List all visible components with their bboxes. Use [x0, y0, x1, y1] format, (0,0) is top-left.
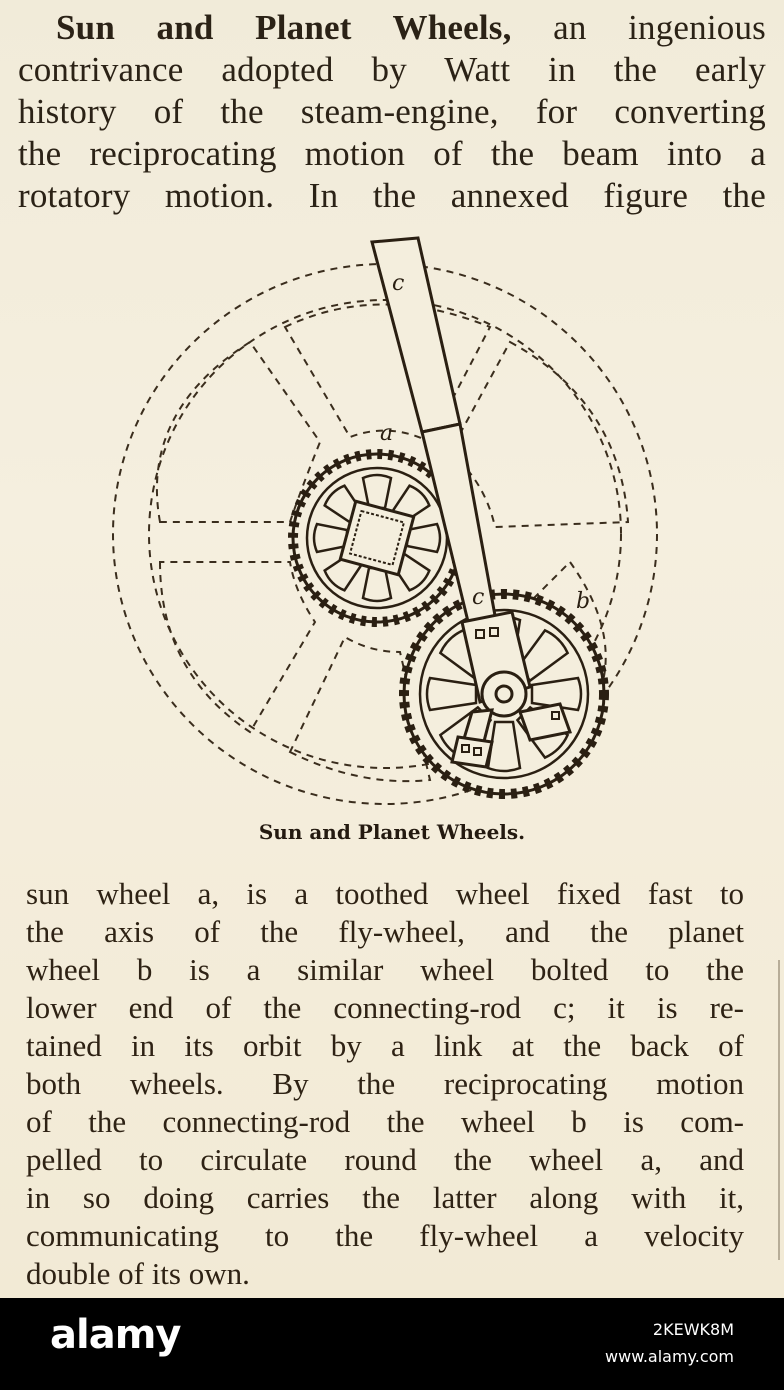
- top-line-1: Sun and Planet Wheels, an ingenious: [18, 8, 766, 48]
- alamy-logo: alamy: [50, 1312, 180, 1358]
- body-line-5: tained in its orbit by a link at the bac…: [26, 1028, 744, 1064]
- body-line-8: pelled to circulate round the wheel a, a…: [26, 1142, 744, 1178]
- body-line-9: in so doing carries the latter along wit…: [26, 1180, 744, 1216]
- label-planet-b: b: [576, 589, 590, 614]
- label-rod-c-top: c: [392, 271, 404, 296]
- top-line-5: rotatory motion. In the annexed figure t…: [18, 176, 766, 216]
- scanned-page: Sun and Planet Wheels, an ingenious cont…: [0, 0, 784, 1298]
- body-line-6: both wheels. By the reciprocating motion: [26, 1066, 744, 1102]
- image-reference: 2KEWK8M www.alamy.com: [605, 1320, 734, 1374]
- sun-and-planet-figure: c a c b: [100, 232, 690, 812]
- body-line-2: the axis of the fly-wheel, and the plane…: [26, 914, 744, 950]
- label-sun-a: a: [380, 421, 393, 446]
- label-rod-c-mid: c: [472, 585, 484, 610]
- body-line-7: of the connecting-rod the wheel b is com…: [26, 1104, 744, 1140]
- top-line-4: the reciprocating motion of the beam int…: [18, 134, 766, 174]
- body-line-11: double of its own.: [26, 1256, 744, 1292]
- site-url: www.alamy.com: [605, 1347, 734, 1366]
- image-id: 2KEWK8M: [605, 1320, 734, 1339]
- body-line-10: communicating to the fly-wheel a velocit…: [26, 1218, 744, 1254]
- entry-heading: Sun and Planet Wheels,: [56, 8, 512, 47]
- watermark-footer: alamy 2KEWK8M www.alamy.com: [0, 1298, 784, 1390]
- page-edge-line: [778, 960, 780, 1260]
- top-line-3: history of the steam-engine, for convert…: [18, 92, 766, 132]
- body-line-4: lower end of the connecting-rod c; it is…: [26, 990, 744, 1026]
- body-line-3: wheel b is a similar wheel bolted to the: [26, 952, 744, 988]
- top-line-2: contrivance adopted by Watt in the early: [18, 50, 766, 90]
- figure-caption: Sun and Planet Wheels.: [0, 820, 784, 844]
- body-line-1: sun wheel a, is a toothed wheel fixed fa…: [26, 876, 744, 912]
